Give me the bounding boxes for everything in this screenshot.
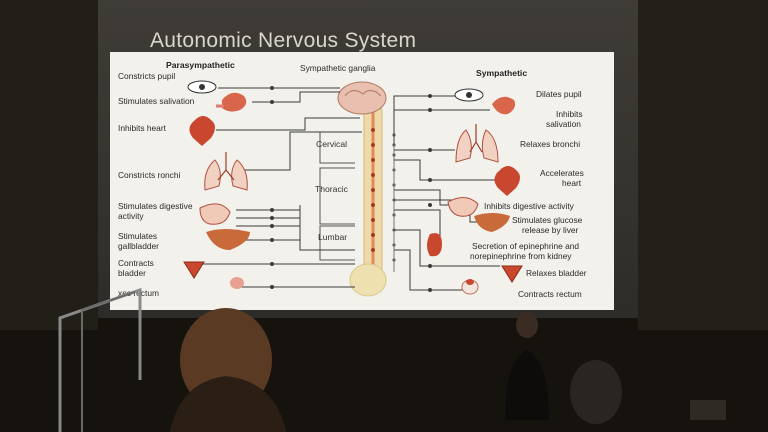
para-label: Stimulates salivation	[118, 96, 195, 106]
symp-label: Stimulates glucose	[512, 215, 583, 225]
para-label: Constricts ronchi	[118, 170, 181, 180]
salivary-gland-icon	[492, 96, 516, 115]
liver-icon	[206, 229, 250, 250]
stomach-icon	[199, 203, 231, 225]
symp-label: salivation	[546, 119, 581, 129]
segment-lumbar: Lumbar	[318, 232, 348, 242]
symp-label: Relaxes bronchi	[520, 139, 581, 149]
para-label: Stimulates	[118, 231, 158, 241]
segment-thoracic: Thoracic	[315, 184, 348, 194]
para-label: Constricts pupil	[118, 71, 176, 81]
slide-title: Autonomic Nervous System	[150, 29, 417, 52]
para-label: bladder	[118, 268, 146, 278]
rectum-icon	[461, 279, 479, 295]
liver-icon	[474, 213, 510, 232]
heart-icon	[189, 116, 215, 146]
bladder-icon	[501, 265, 523, 283]
speaker-person	[505, 312, 549, 420]
lungs-icon	[455, 124, 499, 163]
symp-label: Inhibits digestive activity	[484, 201, 574, 211]
audience-member	[570, 360, 622, 424]
symp-label: Contracts rectum	[518, 289, 582, 299]
para-label: xes rectum	[118, 288, 159, 298]
audience-member	[170, 308, 286, 432]
salivary-gland-icon	[216, 92, 247, 112]
para-label: activity	[118, 211, 144, 221]
para-label: Stimulates digestive	[118, 201, 193, 211]
sympathetic-ganglia-chain	[392, 120, 396, 272]
segment-cervical: Cervical	[316, 139, 348, 149]
sympathetic-header: Sympathetic	[476, 68, 528, 78]
brain-icon	[337, 81, 387, 115]
eye-icon	[454, 88, 484, 102]
para-label: gallbladder	[118, 241, 159, 251]
symp-label: Secretion of epinephrine and	[472, 241, 580, 251]
symp-label: Relaxes bladder	[526, 268, 587, 278]
symp-label: release by liver	[522, 225, 579, 235]
rectum-icon	[230, 277, 244, 289]
symp-label: Inhibits	[556, 109, 583, 119]
symp-label: norepinephrine from kidney	[470, 251, 572, 261]
para-label: Contracts	[118, 258, 154, 268]
symp-label: heart	[562, 178, 582, 188]
kidney-icon	[427, 233, 442, 257]
stomach-icon	[447, 197, 479, 217]
parasympathetic-header: Parasympathetic	[166, 60, 235, 70]
symp-label: Dilates pupil	[536, 89, 582, 99]
symp-label: Accelerates	[540, 168, 584, 178]
eye-icon	[187, 80, 217, 94]
bladder-icon	[183, 261, 205, 279]
para-label: Inhibits heart	[118, 123, 166, 133]
ganglia-label: Sympathetic ganglia	[300, 63, 376, 73]
heart-icon	[494, 166, 520, 196]
lungs-icon	[204, 152, 248, 191]
parasympathetic-nerves	[202, 87, 362, 288]
